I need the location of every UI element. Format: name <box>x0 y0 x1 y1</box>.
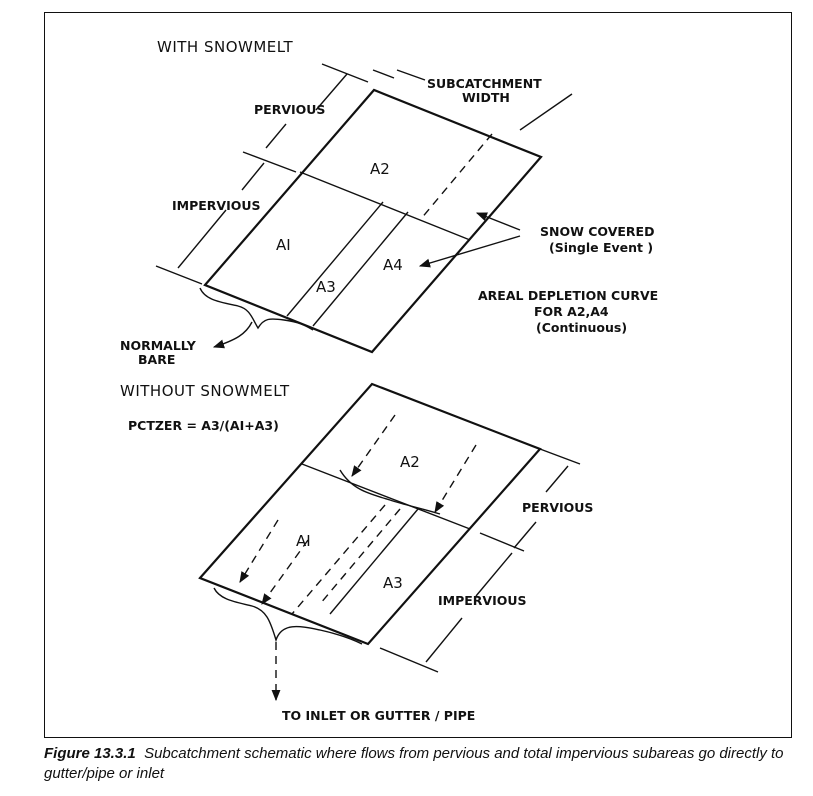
bottom-formula: PCTZER = A3/(AI+A3) <box>128 418 279 433</box>
top-dim-tick-upper <box>321 63 369 83</box>
bottom-area-a1: AI <box>296 532 311 550</box>
top-dim-tick-lower <box>155 265 203 285</box>
top-title: WITH SNOWMELT <box>157 38 294 56</box>
bottom-dim-line-impervious-2 <box>425 617 463 663</box>
top-a3-left-boundary <box>286 201 384 317</box>
bottom-dim-line-impervious-1 <box>475 552 513 597</box>
figure-number: Figure 13.3.1 <box>44 745 136 762</box>
top-area-a4: A4 <box>383 256 403 274</box>
top-dim-line-impervious-1 <box>241 162 265 191</box>
bottom-dim-line-pervious-2 <box>513 521 537 549</box>
top-bare-label-line1: NORMALLY <box>120 338 197 353</box>
top-pervious-impervious-divider <box>299 171 471 241</box>
top-dim-line-impervious-2 <box>177 209 227 269</box>
top-dim-tick-middle <box>242 151 297 173</box>
top-bare-arrow <box>212 321 253 349</box>
top-width-tick-left <box>372 69 395 79</box>
bottom-flow-arrow-a2-right <box>434 444 477 513</box>
bottom-pervious-label: PERVIOUS <box>522 500 593 515</box>
top-adc-label-line2: FOR A2,A4 <box>534 304 609 319</box>
top-dim-line-pervious-1 <box>315 73 348 111</box>
bottom-flow-line-a1-4 <box>319 508 401 605</box>
bottom-outlet-brace <box>213 587 363 645</box>
bottom-flow-arrow-a2-left <box>351 414 396 477</box>
bottom-flow-arrow-a1-1 <box>239 519 279 583</box>
top-width-label-line2: WIDTH <box>462 90 510 105</box>
bottom-dim-tick-upper <box>539 448 581 465</box>
bottom-a2-brace <box>339 469 441 515</box>
top-bare-label-line2: BARE <box>138 352 175 367</box>
top-snow-boundary-dashed <box>419 133 493 221</box>
top-snow-label-line2: (Single Event ) <box>549 240 653 255</box>
figure-frame <box>44 12 792 738</box>
top-width-line-right <box>519 93 573 131</box>
bottom-pervious-impervious-divider <box>301 463 471 530</box>
top-schematic: WITH SNOWMELT PERVIOUS IMPERVIOUS SUBCAT… <box>120 38 658 367</box>
bottom-flow-line-a1-3 <box>291 504 386 615</box>
bottom-dim-tick-middle <box>479 532 525 552</box>
top-snow-arrow-a4 <box>418 235 521 268</box>
top-a3-right-boundary <box>312 211 409 327</box>
bottom-dim-tick-lower <box>379 647 439 673</box>
bottom-area-a3: A3 <box>383 574 403 592</box>
top-adc-label-line1: AREAL DEPLETION CURVE <box>478 288 658 303</box>
bottom-impervious-label: IMPERVIOUS <box>438 593 527 608</box>
top-area-a2: A2 <box>370 160 390 178</box>
bottom-area-a2: A2 <box>400 453 420 471</box>
top-dim-line-pervious-2 <box>265 123 287 149</box>
bottom-a3-boundary <box>329 508 419 615</box>
top-adc-label-line3: (Continuous) <box>536 320 627 335</box>
figure-caption: Figure 13.3.1 Subcatchment schematic whe… <box>44 744 784 784</box>
bottom-schematic: WITHOUT SNOWMELT PCTZER = A3/(AI+A3) A2 … <box>120 382 593 723</box>
bottom-title: WITHOUT SNOWMELT <box>120 382 290 400</box>
top-snow-label-line1: SNOW COVERED <box>540 224 654 239</box>
subcatchment-diagram: WITH SNOWMELT PERVIOUS IMPERVIOUS SUBCAT… <box>120 38 658 723</box>
figure-caption-text: Subcatchment schematic where flows from … <box>44 745 784 782</box>
top-impervious-label: IMPERVIOUS <box>172 198 261 213</box>
top-bare-brace <box>199 287 314 331</box>
top-subcatchment-outline <box>203 88 543 354</box>
top-width-label-line1: SUBCATCHMENT <box>427 76 542 91</box>
top-pervious-label: PERVIOUS <box>254 102 325 117</box>
bottom-inlet-label: TO INLET OR GUTTER / PIPE <box>282 708 475 723</box>
bottom-dim-line-pervious-1 <box>545 465 569 493</box>
top-snow-arrow-a2 <box>475 212 521 231</box>
top-area-a3: A3 <box>316 278 336 296</box>
top-width-line-left <box>396 69 426 81</box>
top-area-a1: AI <box>276 236 291 254</box>
